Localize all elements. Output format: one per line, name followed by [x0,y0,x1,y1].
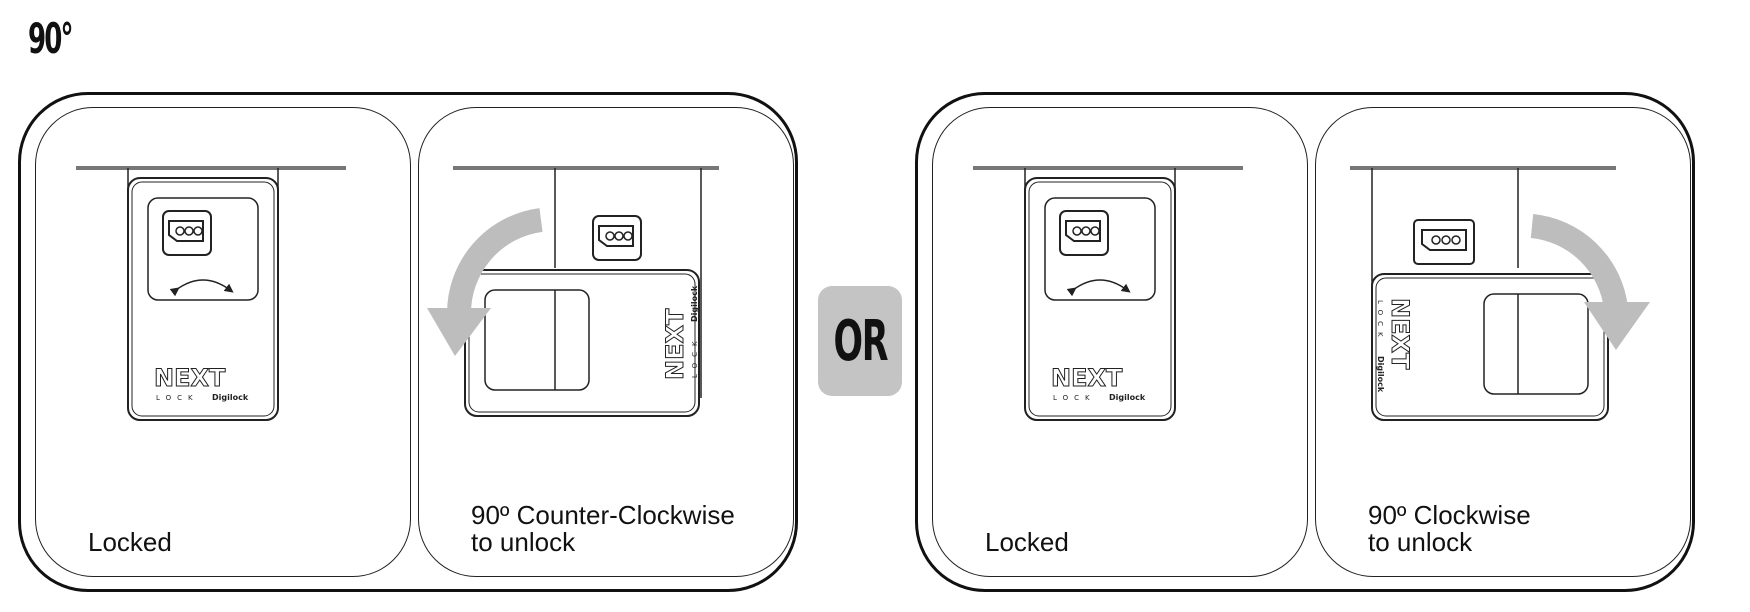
rotate-indicator-icon [169,279,234,297]
lock-body-rotated: NEXT LOCK Digilock [1371,273,1609,421]
svg-text:LOCK: LOCK [1376,300,1384,343]
svg-text:LOCK: LOCK [1053,394,1096,402]
lock-mount [554,168,702,398]
rotate-indicator-icon [1066,279,1131,297]
keypad-socket-icon [162,210,212,256]
caption-unlock-counter-clockwise: 90º Counter-Clockwise to unlock [471,500,735,557]
lock-body: NEXT LOCK Digilock [1024,177,1176,421]
lock-body-rotated: NEXT LOCK Digilock [464,269,700,417]
page-heading: 90° [28,14,74,63]
next-logo: NEXT LOCK Digilock [1051,364,1146,403]
clockwise-arrow-icon [1530,214,1650,350]
svg-text:LOCK: LOCK [691,335,699,378]
keypad-socket-icon [1413,219,1475,265]
svg-text:Digilock: Digilock [690,285,699,322]
svg-text:Digilock: Digilock [212,393,249,402]
svg-text:NEXT: NEXT [1386,298,1414,370]
svg-text:NEXT: NEXT [661,308,689,380]
svg-text:NEXT: NEXT [154,364,226,392]
keypad-socket-icon [1059,210,1109,256]
svg-text:NEXT: NEXT [1051,364,1123,392]
next-logo: NEXT LOCK Digilock [154,364,249,403]
caption-locked: Locked [88,527,172,557]
caption-unlock-clockwise: 90º Clockwise to unlock [1368,500,1531,557]
next-logo: NEXT LOCK Digilock [661,285,700,380]
panel-unlock-clockwise: NEXT LOCK Digilock 90º Clockwise to unlo… [1315,107,1691,577]
panel-locked: NEXT LOCK Digilock Locked [35,107,411,577]
svg-text:Digilock: Digilock [1109,393,1146,402]
lock-body: NEXT LOCK Digilock [127,177,279,421]
svg-text:LOCK: LOCK [156,394,199,402]
caption-locked: Locked [985,527,1069,557]
diagram-group-counter-clockwise: NEXT LOCK Digilock Locked [18,92,798,592]
counter-clockwise-arrow-icon [427,208,543,356]
panel-locked: NEXT LOCK Digilock Locked [932,107,1308,577]
diagram-group-clockwise: NEXT LOCK Digilock Locked [915,92,1695,592]
panel-unlock-counter-clockwise: NEXT LOCK Digilock 90º Counter-Clockwise… [418,107,794,577]
or-badge: OR [818,286,902,396]
next-logo: NEXT LOCK Digilock [1376,298,1415,393]
svg-text:Digilock: Digilock [1376,356,1385,393]
keypad-socket-icon [592,215,642,261]
